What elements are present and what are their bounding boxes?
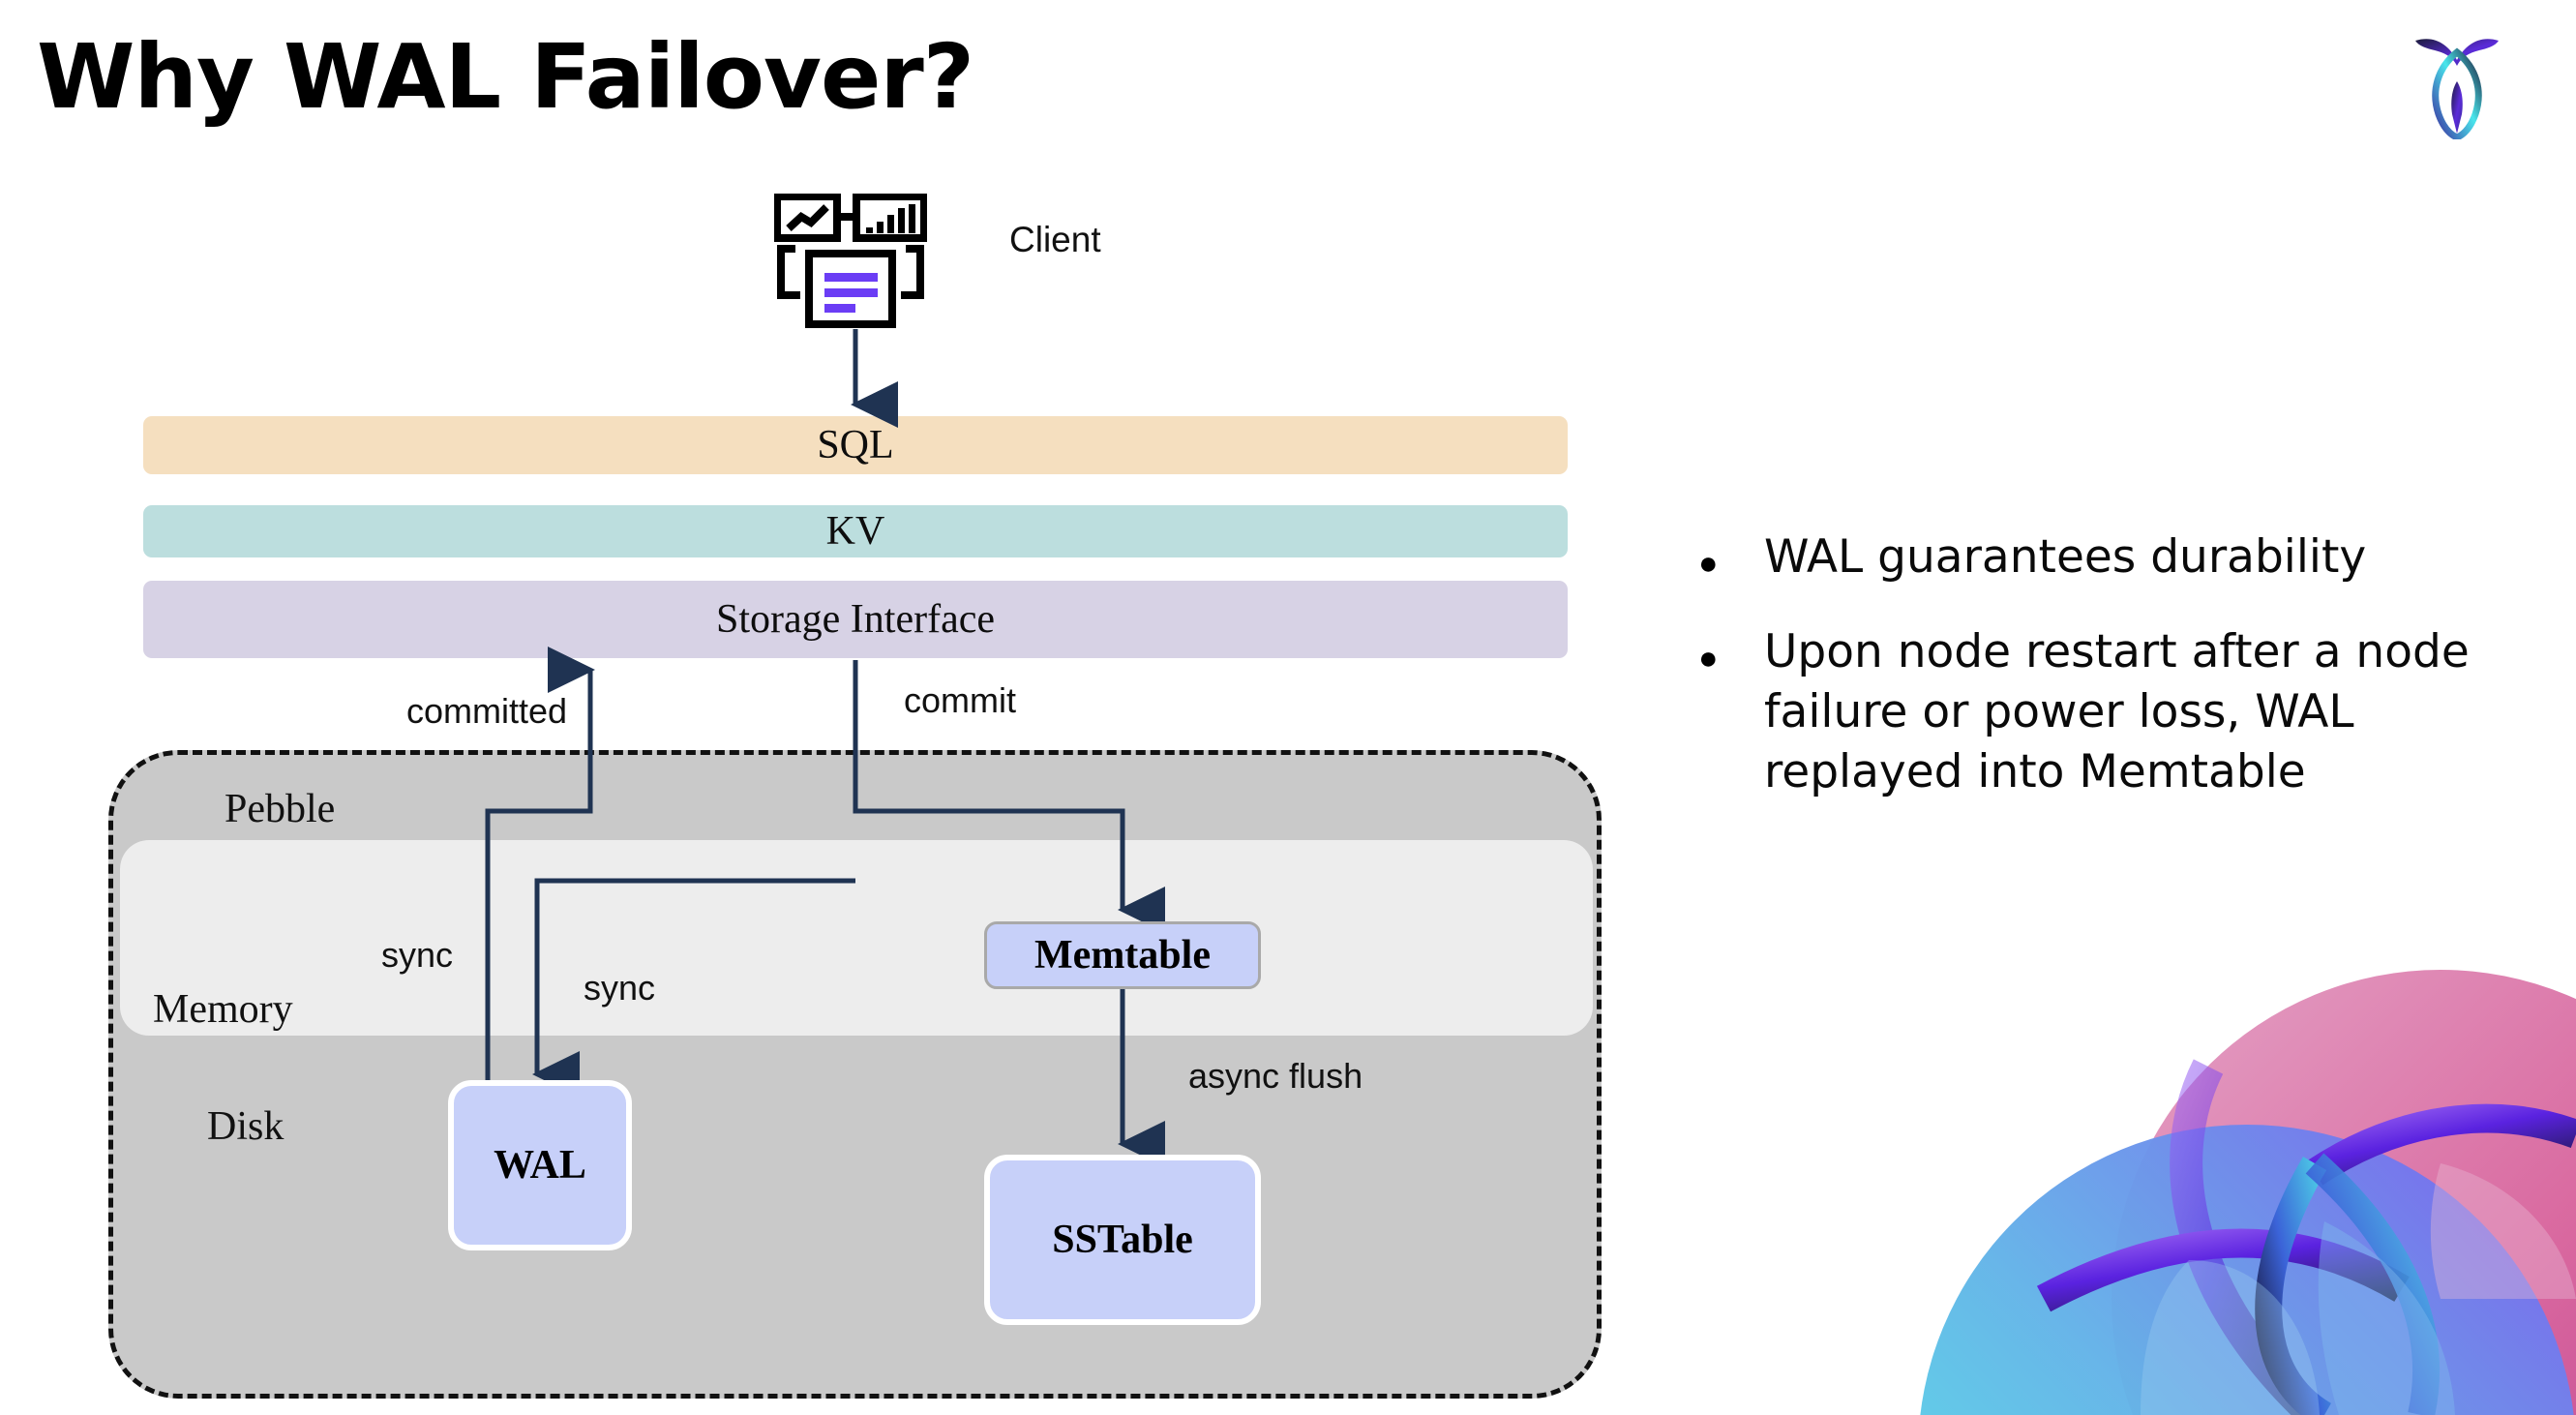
decorative-logo-watermark — [1920, 970, 2576, 1415]
edge-label-commit: commit — [904, 680, 1016, 720]
page-title: Why WAL Failover? — [37, 25, 974, 129]
cockroachdb-logo-icon — [2415, 39, 2499, 139]
layer-bar-storage-interface-label: Storage Interface — [716, 597, 995, 642]
edge-label-sync-primary: sync — [381, 935, 454, 975]
bullet-marker-icon: ● — [1698, 545, 1719, 582]
memory-region — [120, 840, 1593, 1036]
memtable-label: Memtable — [1034, 933, 1211, 978]
bullet-marker-icon: ● — [1698, 640, 1719, 677]
layer-bar-storage-interface: Storage Interface — [143, 581, 1568, 658]
sstable-box: SSTable — [984, 1155, 1261, 1325]
layer-bar-kv-label: KV — [825, 509, 885, 554]
edge-label-sync-secondary: sync — [584, 968, 656, 1008]
memtable-box: Memtable — [984, 921, 1261, 989]
list-item-text: Upon node restart after a node failure o… — [1764, 625, 2470, 799]
layer-bar-kv: KV — [143, 505, 1568, 557]
wal-box: WAL — [448, 1080, 632, 1250]
edge-label-async-flush: async flush — [1188, 1056, 1363, 1096]
layer-bar-sql: SQL — [143, 416, 1568, 474]
list-item: ● Upon node restart after a node failure… — [1698, 622, 2521, 802]
notes-list: ● WAL guarantees durability ● Upon node … — [1698, 527, 2521, 837]
wal-label: WAL — [494, 1143, 586, 1188]
list-item-text: WAL guarantees durability — [1764, 530, 2367, 584]
disk-label: Disk — [207, 1104, 285, 1149]
edge-label-committed: committed — [406, 691, 568, 731]
pebble-label: Pebble — [225, 787, 336, 831]
client-label: Client — [1009, 220, 1101, 259]
layer-bar-sql-label: SQL — [817, 423, 894, 467]
sstable-label: SSTable — [1052, 1218, 1193, 1262]
client-dashboard-icon — [774, 194, 927, 328]
list-item: ● WAL guarantees durability — [1698, 527, 2521, 587]
memory-label: Memory — [153, 987, 293, 1032]
